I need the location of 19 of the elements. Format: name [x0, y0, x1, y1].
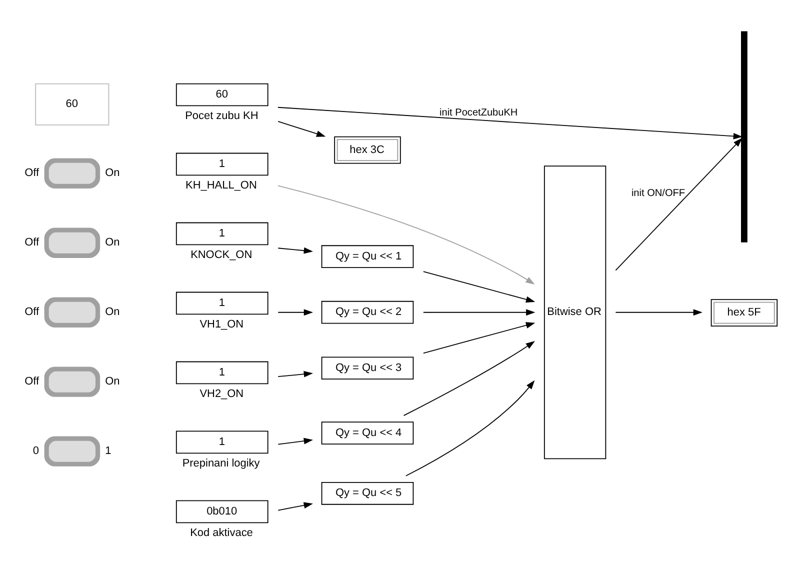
node-label: 1 [105, 445, 112, 458]
edge-label: init ON/OFF [631, 188, 686, 200]
node-label: Off [24, 167, 40, 180]
node-label: Off [24, 306, 40, 318]
node-label: On [105, 236, 120, 249]
node-label: Pocet zubu KH [185, 110, 258, 122]
node-label: Off [24, 376, 40, 388]
edge-label: init PocetZubuKH [439, 108, 518, 119]
node-label: On [105, 376, 120, 388]
node-label: Off [24, 236, 40, 249]
node-label: KH_HALL_ON [186, 180, 257, 192]
node-label: VH2_ON [200, 388, 244, 400]
node-label: On [105, 306, 120, 318]
node-label: VH1_ON [200, 318, 244, 331]
node-label: KNOCK_ON [190, 249, 252, 262]
node-label: Kod aktivace [190, 527, 253, 540]
node-label: On [105, 167, 120, 180]
node-label: Prepinani logiky [182, 458, 260, 470]
node-label: 0 [32, 445, 39, 458]
